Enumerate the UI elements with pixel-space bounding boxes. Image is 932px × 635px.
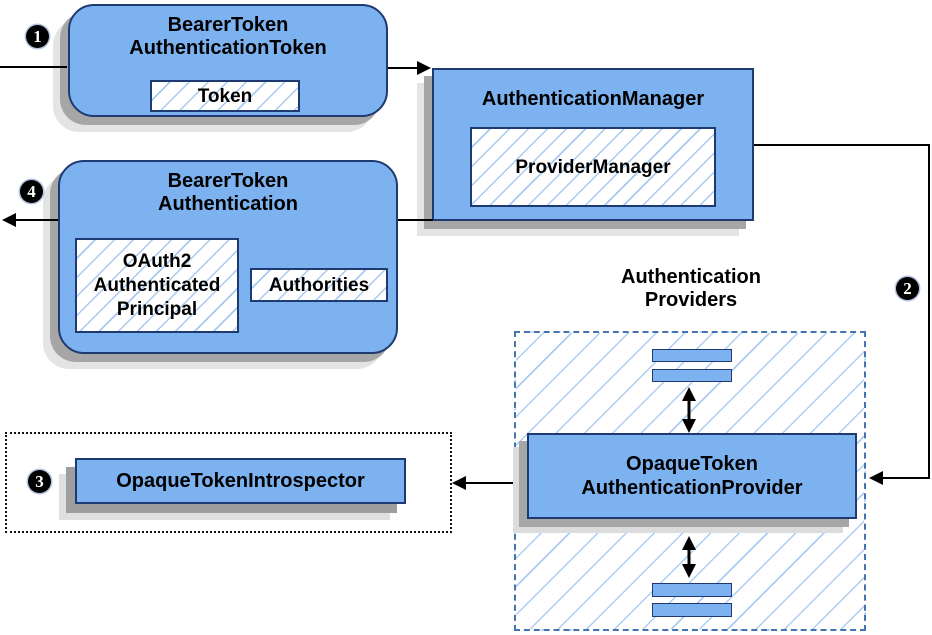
node-authentication-manager: AuthenticationManager ProviderManager bbox=[432, 68, 754, 221]
provider-list-bar-icon bbox=[652, 603, 732, 617]
step-badge-3: 3 bbox=[28, 470, 51, 493]
inner-box-authorities: Authorities bbox=[250, 268, 388, 302]
arrow-provider-to-introspector-head bbox=[452, 476, 466, 490]
node-bearer-token-authentication-token: BearerToken AuthenticationToken Token bbox=[68, 4, 388, 117]
authentication-providers-container: OpaqueToken AuthenticationProvider bbox=[514, 331, 866, 631]
step-badge-2: 2 bbox=[896, 277, 919, 300]
arrow-manager-to-provider-head bbox=[869, 471, 883, 485]
node-title-bearer-token-authentication-token: BearerToken AuthenticationToken bbox=[129, 14, 327, 59]
node-opaque-token-authentication-provider: OpaqueToken AuthenticationProvider bbox=[527, 433, 857, 519]
provider-list-bar-icon bbox=[652, 349, 732, 362]
provider-list-bar-icon bbox=[652, 583, 732, 597]
inner-box-provider-manager: ProviderManager bbox=[470, 127, 716, 207]
step-badge-1: 1 bbox=[26, 25, 49, 48]
node-opaque-token-introspector: OpaqueTokenIntrospector bbox=[75, 458, 406, 504]
node-title-bearer-token-authentication: BearerToken Authentication bbox=[158, 170, 298, 215]
arrow-token-to-manager-head bbox=[417, 61, 431, 75]
inner-box-token: Token bbox=[150, 80, 300, 112]
authentication-providers-heading: Authentication Providers bbox=[621, 266, 761, 311]
inner-box-oauth2-authenticated-principal: OAuth2 Authenticated Principal bbox=[75, 238, 239, 333]
introspector-container: OpaqueTokenIntrospector bbox=[5, 432, 452, 533]
node-title-authentication-manager: AuthenticationManager bbox=[481, 88, 705, 110]
step-badge-4: 4 bbox=[20, 180, 43, 203]
arrow-authentication-out-head bbox=[2, 213, 16, 227]
node-bearer-token-authentication: BearerToken Authentication OAuth2 Authen… bbox=[58, 160, 398, 354]
provider-list-bar-icon bbox=[652, 369, 732, 382]
